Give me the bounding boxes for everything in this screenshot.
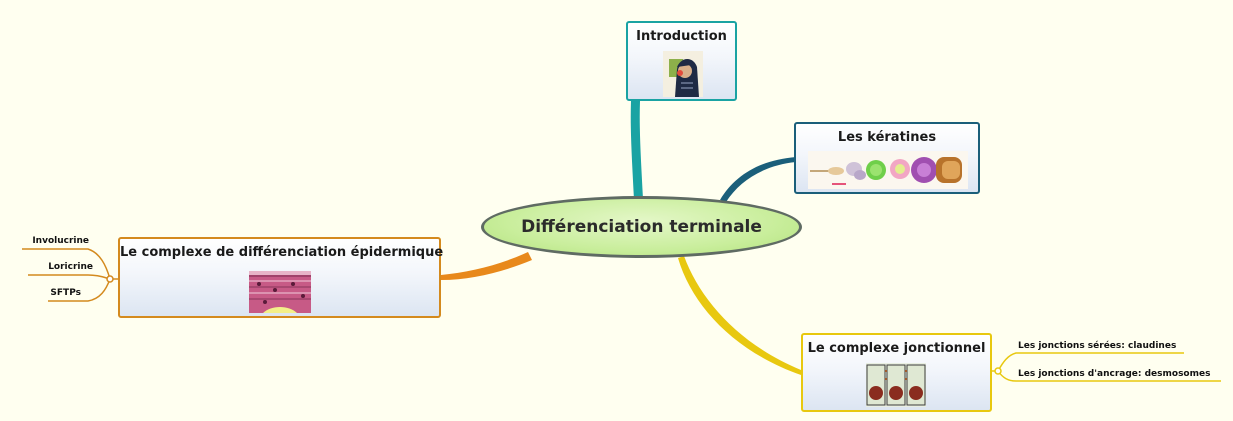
central-topic-title: Différenciation terminale — [521, 217, 762, 237]
subtopic-loricrine[interactable]: Loricrine — [48, 262, 93, 272]
central-topic[interactable]: Différenciation terminale — [481, 196, 802, 258]
branch-introduction — [630, 101, 643, 200]
topic-cj-title: Le complexe jonctionnel — [807, 341, 986, 356]
branch-keratines — [720, 157, 796, 202]
epidermis-histology-illustration — [249, 271, 311, 313]
subtopic-jonctions-ancrage[interactable]: Les jonctions d'ancrage: desmosomes — [1018, 369, 1211, 379]
subtopic-jonctions-serees[interactable]: Les jonctions sérées: claudines — [1018, 341, 1177, 351]
topic-keratines-title: Les kératines — [837, 130, 937, 145]
topic-introduction-title: Introduction — [636, 29, 727, 44]
topic-complexe-jonctionnel[interactable]: Le complexe jonctionnel — [801, 333, 992, 412]
topic-keratines[interactable]: Les kératines — [794, 122, 980, 194]
junction-cells-illustration — [866, 363, 926, 407]
introduction-illustration — [663, 51, 703, 97]
topic-complexe-differenciation-epidermique[interactable]: Le complexe de différenciation épidermiq… — [118, 237, 444, 318]
keratin-filament-illustration — [808, 151, 968, 189]
topic-introduction[interactable]: Introduction — [626, 21, 737, 101]
subtopic-involucrine[interactable]: Involucrine — [32, 236, 89, 246]
cde-subbranches — [22, 248, 118, 302]
topic-cde-title: Le complexe de différenciation épidermiq… — [120, 245, 444, 260]
branch-cj — [678, 256, 801, 375]
branch-cde — [441, 252, 532, 280]
subtopic-sftps[interactable]: SFTPs — [50, 288, 81, 298]
cj-subbranches — [992, 352, 1221, 382]
